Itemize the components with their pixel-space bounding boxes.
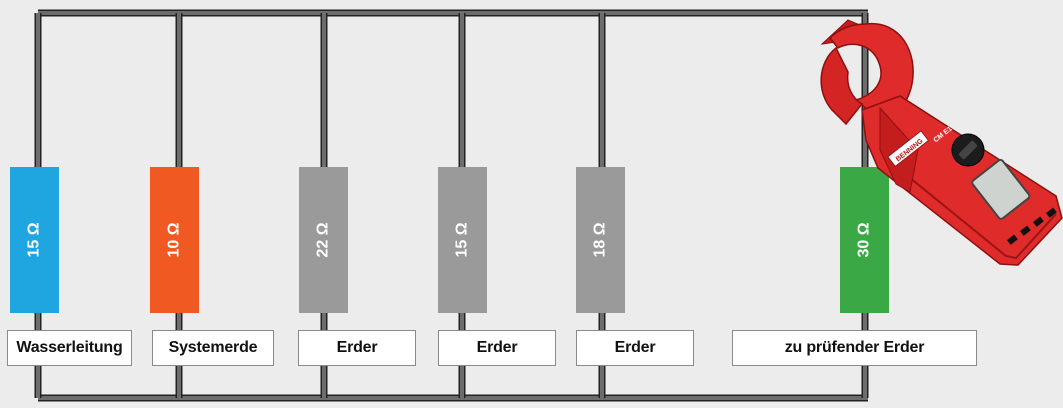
label-test-earth: zu prüfender Erder [732, 330, 977, 366]
label-system-earth: Systemerde [152, 330, 274, 366]
clamp-buttons [1007, 207, 1057, 245]
clamp-display [971, 158, 1031, 220]
clamp-meter-body: BENNING CM E1 [820, 19, 1063, 266]
label-water-pipe: Wasserleitung [7, 330, 132, 366]
label-earth-3: Erder [576, 330, 694, 366]
resistor-earth-2: 15 Ω [438, 167, 487, 313]
resistor-water-pipe: 15 Ω [10, 167, 59, 313]
resistor-test-earth: 30 Ω [840, 167, 889, 313]
resistor-earth-3: 18 Ω [576, 167, 625, 313]
label-earth-2: Erder [438, 330, 556, 366]
resistor-system-earth: 10 Ω [150, 167, 199, 313]
label-earth-1: Erder [298, 330, 416, 366]
resistor-earth-1: 22 Ω [299, 167, 348, 313]
